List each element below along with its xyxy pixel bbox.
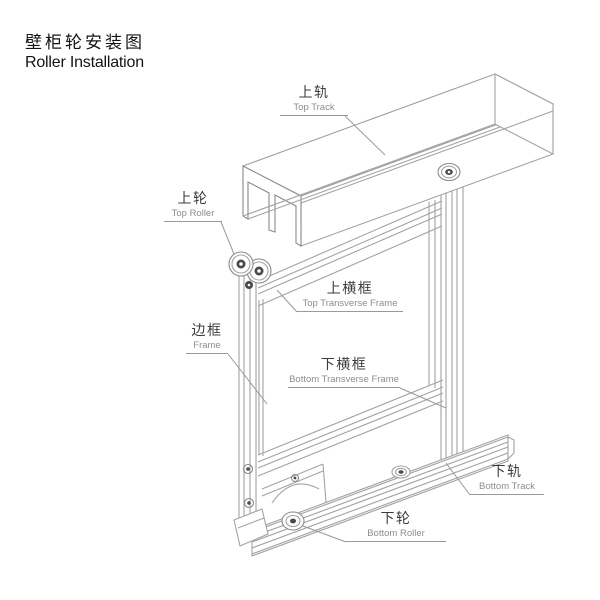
title-chinese: 壁柜轮安装图 [25, 33, 145, 52]
page-title: 壁柜轮安装图 Roller Installation [25, 32, 145, 73]
label-bottom-transverse-frame: 下横框 Bottom Transverse Frame [288, 356, 400, 388]
label-top-track-zh: 上轨 [298, 84, 330, 100]
bottom-transverse-frame-shape [257, 379, 444, 477]
label-frame: 边框 Frame [186, 322, 228, 354]
label-frame-en: Frame [193, 340, 221, 351]
frame-foot-shape [233, 508, 269, 547]
label-top-track-en: Top Track [293, 102, 335, 113]
label-bottom-roller-zh: 下轮 [380, 510, 412, 526]
label-top-transverse-frame-en: Top Transverse Frame [302, 298, 398, 309]
label-bottom-track-zh: 下轨 [491, 463, 523, 479]
top-transverse-frame-shape [257, 200, 443, 307]
label-top-track: 上轨 Top Track [280, 84, 348, 116]
label-bottom-transverse-frame-en: Bottom Transverse Frame [289, 374, 399, 385]
top-track-shape [241, 73, 555, 247]
label-bottom-track-en: Bottom Track [479, 481, 535, 492]
screw-icon [242, 281, 255, 509]
title-english: Roller Installation [25, 54, 144, 71]
leader-lines [220, 115, 471, 543]
label-frame-zh: 边框 [191, 322, 223, 338]
label-top-transverse-frame-zh: 上横框 [326, 280, 374, 296]
label-top-roller-zh: 上轮 [177, 190, 209, 206]
bottom-roller-shape [261, 463, 411, 531]
label-top-roller: 上轮 Top Roller [164, 190, 222, 222]
label-top-transverse-frame: 上横框 Top Transverse Frame [297, 280, 403, 312]
top-roller-shape [228, 162, 461, 284]
label-bottom-transverse-frame-zh: 下横框 [320, 356, 368, 372]
label-bottom-track: 下轨 Bottom Track [470, 463, 544, 495]
label-top-roller-en: Top Roller [171, 208, 215, 219]
label-bottom-roller: 下轮 Bottom Roller [346, 510, 446, 542]
label-bottom-roller-en: Bottom Roller [367, 528, 425, 539]
